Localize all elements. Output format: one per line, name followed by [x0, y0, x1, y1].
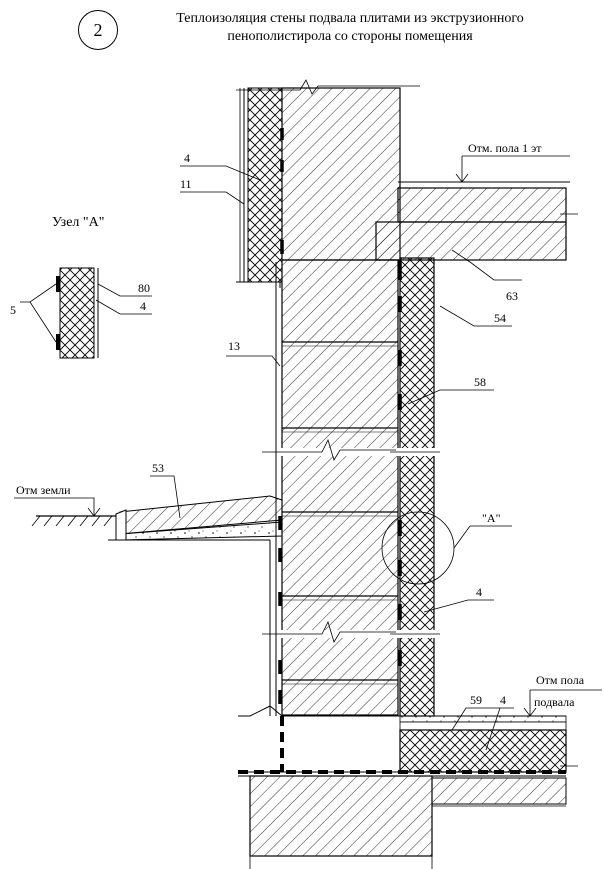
- level-floor-1-label: Отм. пола 1 эт: [468, 141, 542, 155]
- internal-insulation: [381, 257, 455, 717]
- detail-a-callout: "А": [482, 511, 501, 525]
- sheet-number: 2: [93, 20, 103, 40]
- detail-a-insulation: [59, 267, 95, 359]
- title-line-1: Теплоизоляция стены подвала плитами из э…: [176, 11, 524, 26]
- footing: [238, 705, 566, 869]
- level-ground: Отм земли: [14, 483, 101, 517]
- level-basement-label-1: Отм пола: [536, 673, 585, 687]
- upper-insulation: [247, 87, 283, 283]
- floor-insulation: [399, 729, 567, 773]
- level-ground-label: Отм земли: [16, 483, 71, 497]
- position-4-wall: 4: [476, 585, 482, 599]
- position-4-top: 4: [184, 151, 190, 165]
- detail-a-label-thickness: 80: [138, 281, 150, 295]
- detail-a-title: Узел "А": [52, 215, 104, 230]
- position-63: 63: [506, 289, 518, 303]
- floor-beam: [375, 221, 567, 261]
- position-59: 59: [470, 693, 482, 707]
- floor-slab-1: [375, 181, 578, 261]
- detail-a: [20, 267, 152, 359]
- position-4-floor: 4: [500, 693, 506, 707]
- sheet-number-circle: 2: [78, 10, 118, 50]
- position-13: 13: [228, 339, 240, 353]
- basement-wall: [262, 259, 440, 716]
- position-58: 58: [474, 375, 486, 389]
- title-line-2: пенополистирола со стороны помещения: [227, 29, 473, 44]
- detail-a-label-seal: 5: [10, 303, 16, 317]
- level-floor-1: Отм. пола 1 эт: [455, 141, 570, 183]
- leader-lines: [150, 165, 522, 751]
- detail-a-label-insulation: 4: [140, 299, 146, 313]
- position-11: 11: [180, 177, 192, 191]
- blind-area: [31, 495, 283, 541]
- level-basement-label-2: подвала: [534, 695, 575, 709]
- level-basement: Отм пола подвала: [523, 673, 602, 717]
- position-53: 53: [152, 461, 164, 475]
- position-54: 54: [494, 311, 506, 325]
